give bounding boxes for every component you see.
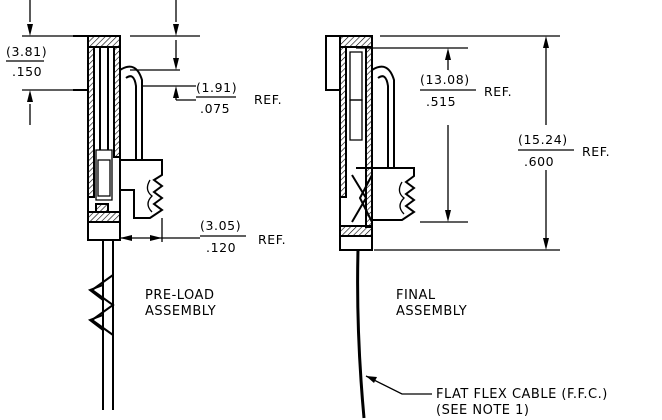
dim-ref: REF. [258,232,286,247]
dim-text: (1.91) [196,80,237,95]
dim-ref: REF. [254,92,282,107]
view-label-line: ASSEMBLY [145,304,216,319]
final-connector [325,35,416,419]
view-label-line: FINAL [396,288,436,303]
view-label-line: ASSEMBLY [396,304,467,319]
preload-dimensions [22,0,200,242]
dim-text: (3.81) [6,44,47,59]
callout-line: (SEE NOTE 1) [436,403,529,418]
dim-text: .600 [524,154,554,169]
preload-dim-1: (3.81) .150 [6,44,47,79]
preload-dim-3: (3.05) .120 REF. [200,218,286,255]
preload-dim-2: (1.91) .075 REF. [196,80,282,116]
final-label: FINAL ASSEMBLY [396,288,467,319]
dim-text: .150 [12,64,42,79]
callout-line: FLAT FLEX CABLE (F.F.C.) [436,387,608,402]
dim-text: .075 [200,101,230,116]
dim-text: (15.24) [518,132,568,147]
cable-callout: FLAT FLEX CABLE (F.F.C.) (SEE NOTE 1) [436,387,608,418]
final-dim-1: (13.08) .515 REF. [420,72,512,109]
preload-label: PRE-LOAD ASSEMBLY [145,288,216,319]
dim-ref: REF. [484,84,512,99]
dim-text: .120 [206,240,236,255]
final-dim-2: (15.24) .600 REF. [518,132,610,169]
dim-text: (3.05) [200,218,241,233]
final-dimensions [356,35,560,395]
dim-text: (13.08) [420,72,470,87]
preload-connector [73,35,164,410]
dim-ref: REF. [582,144,610,159]
view-label-line: PRE-LOAD [145,288,214,303]
dim-text: .515 [426,94,456,109]
